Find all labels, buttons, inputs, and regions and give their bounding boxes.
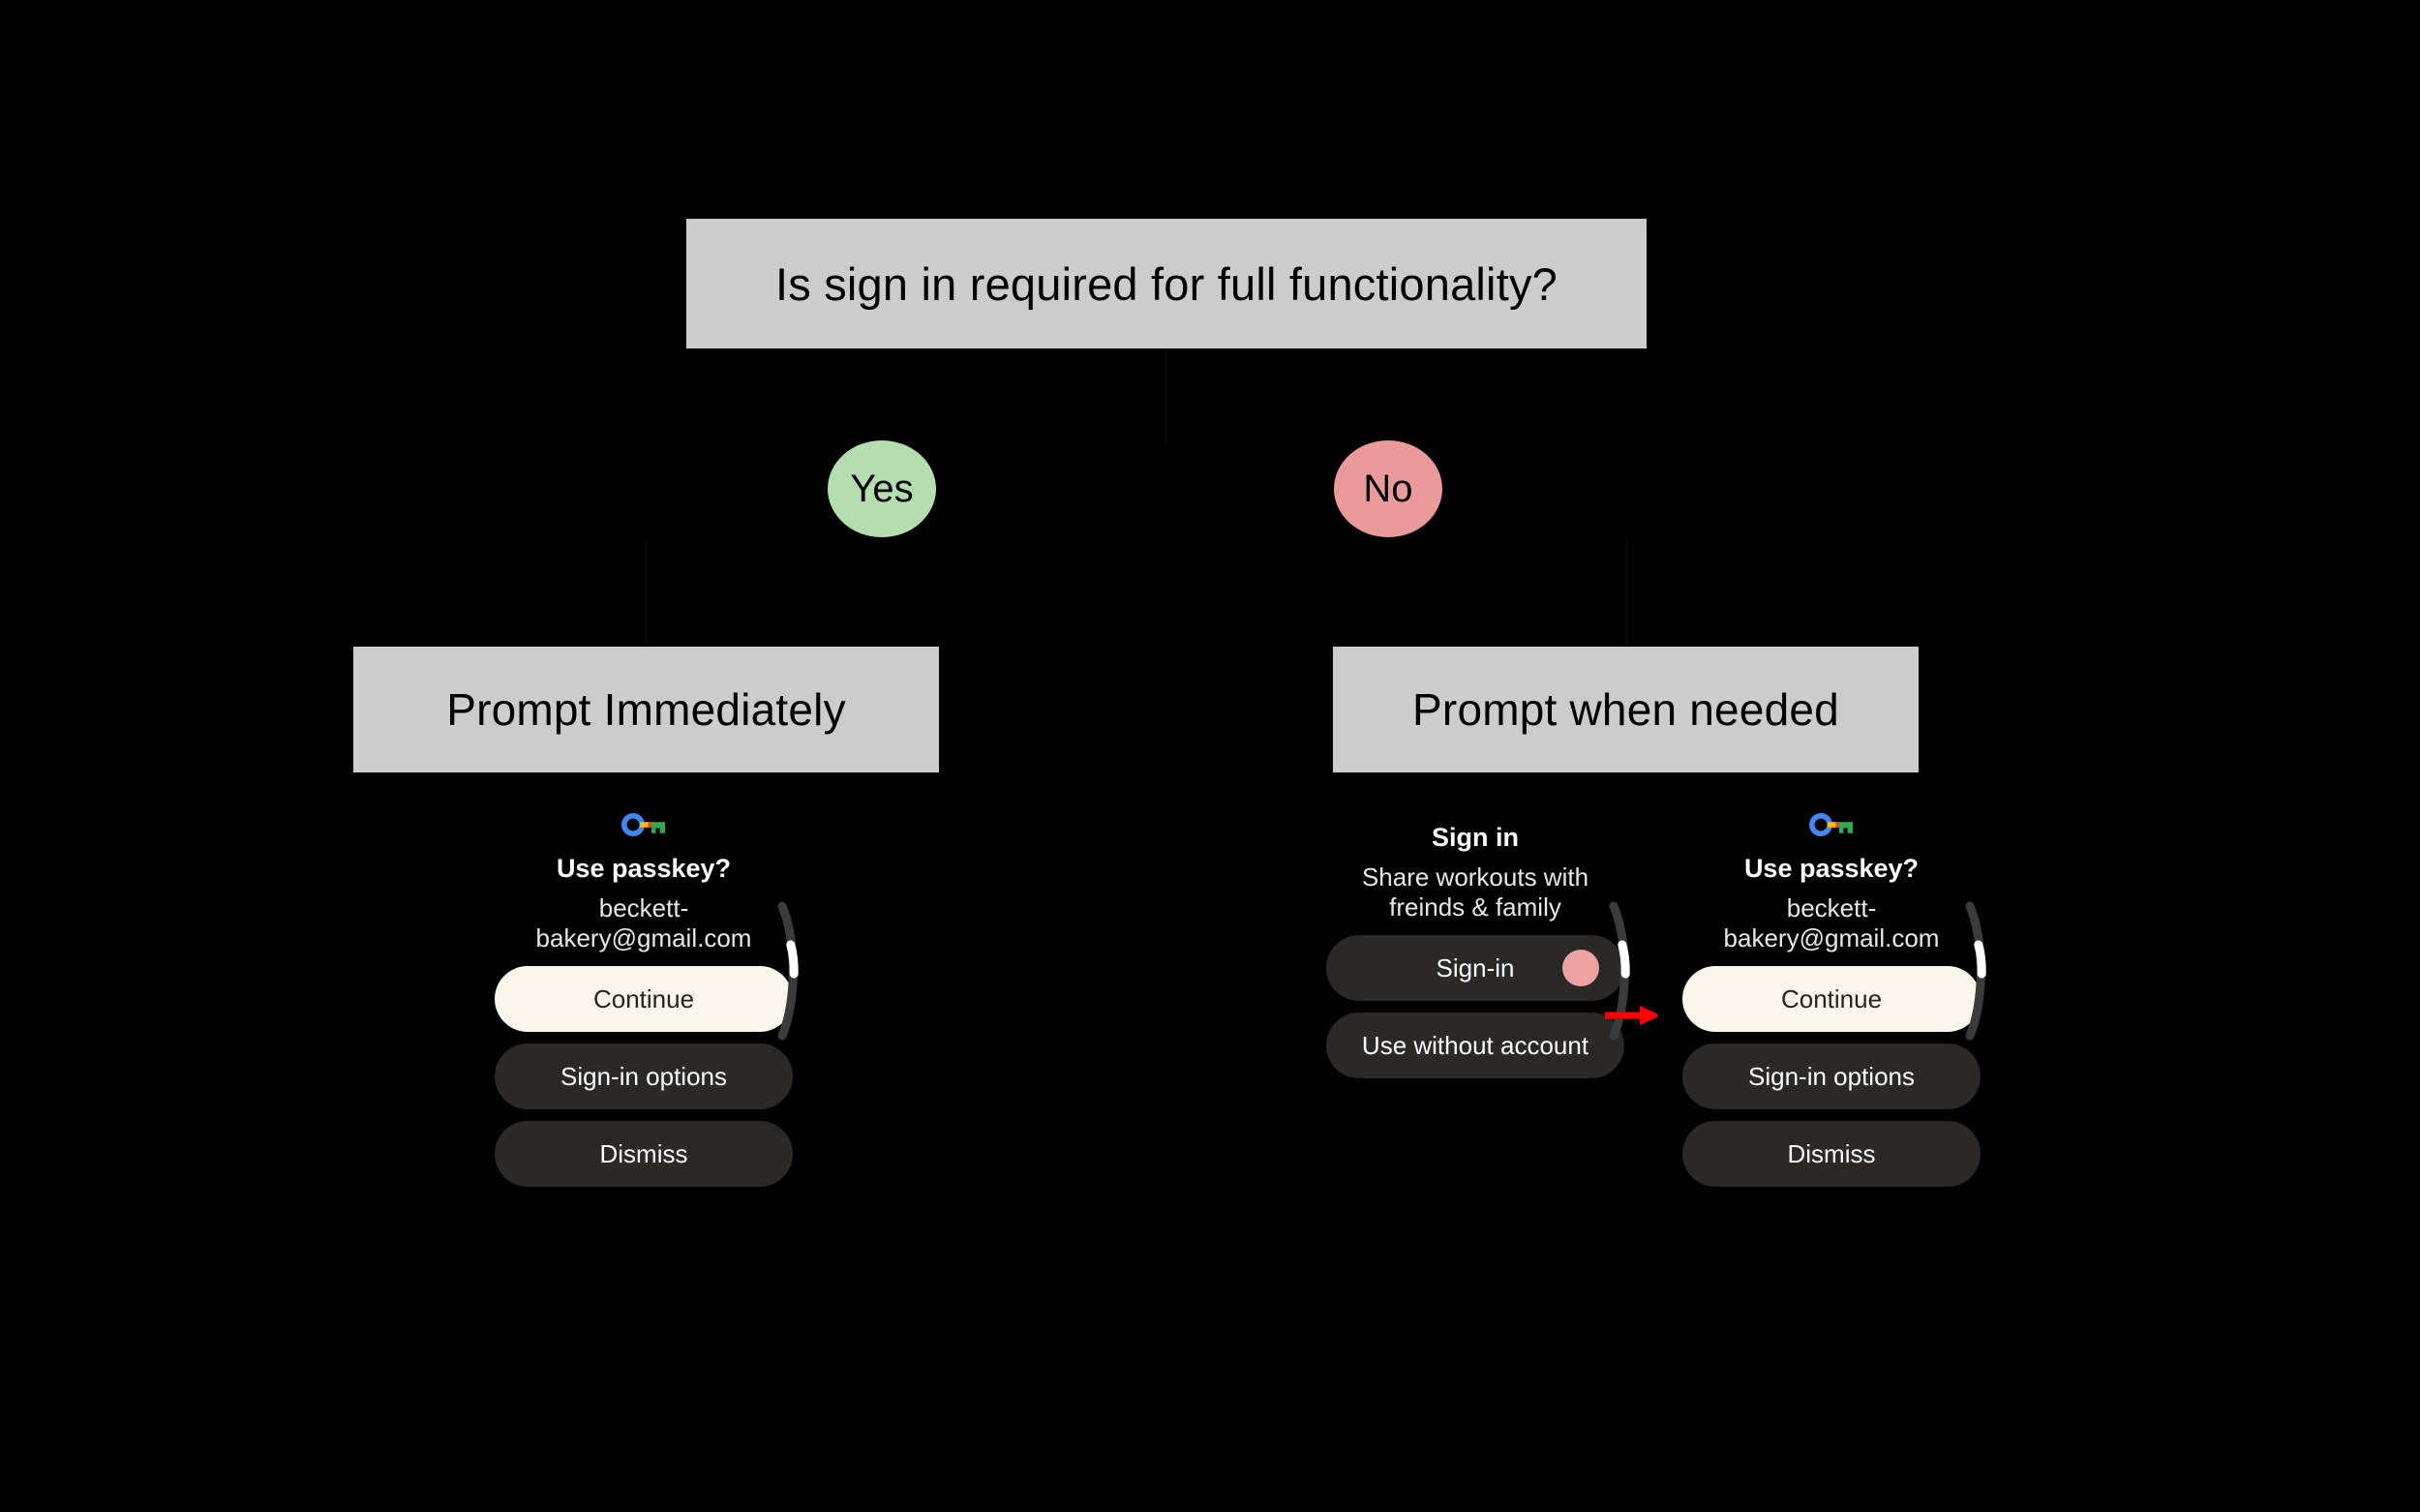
- watch-left-subtitle: beckett-bakery@gmail.com: [535, 893, 752, 953]
- sign-in-options-button[interactable]: Sign-in options: [1682, 1043, 1981, 1110]
- watch-left-title: Use passkey?: [556, 854, 732, 883]
- dismiss-button[interactable]: Dismiss: [495, 1121, 793, 1188]
- outcome-box-prompt-when-needed-label: Prompt when needed: [1412, 684, 1839, 735]
- sign-in-options-button-label: Sign-in options: [1748, 1061, 1915, 1091]
- watch-middle-subtitle: Share workouts with freinds & family: [1361, 862, 1589, 922]
- connector-question-to-yes: [1165, 348, 1167, 443]
- sign-in-options-button[interactable]: Sign-in options: [495, 1043, 793, 1110]
- scroll-indicator-right[interactable]: [1963, 898, 1998, 1043]
- sign-in-options-button-label: Sign-in options: [560, 1061, 727, 1091]
- connector-question-to-no: [1165, 348, 1167, 351]
- question-box: Is sign in required for full functionali…: [686, 219, 1647, 348]
- continue-button[interactable]: Continue: [1682, 966, 1981, 1033]
- watch-right-subtitle: beckett-bakery@gmail.com: [1723, 893, 1940, 953]
- google-passkey-icon: [1809, 813, 1853, 836]
- branch-label-yes-text: Yes: [850, 467, 914, 510]
- google-passkey-icon: [621, 813, 665, 836]
- watch-screen-passkey-left: Use passkey? beckett-bakery@gmail.com Co…: [469, 813, 818, 1199]
- question-box-label: Is sign in required for full functionali…: [774, 257, 1558, 310]
- scroll-thumb-icon: [786, 940, 799, 979]
- dismiss-button-label: Dismiss: [1787, 1138, 1876, 1168]
- continue-button[interactable]: Continue: [495, 966, 793, 1033]
- sign-in-button-label: Sign-in: [1436, 953, 1515, 983]
- dismiss-button[interactable]: Dismiss: [1682, 1121, 1981, 1188]
- outcome-box-prompt-immediately-label: Prompt Immediately: [446, 684, 846, 735]
- connector-no-to-prompt-when-needed: [1625, 538, 1628, 647]
- continue-button-label: Continue: [1780, 983, 1883, 1013]
- watch-middle-title: Sign in: [1432, 823, 1519, 852]
- scroll-thumb-icon: [1618, 940, 1630, 979]
- use-without-account-button[interactable]: Use without account: [1326, 1013, 1624, 1079]
- watch-screen-passkey-right: Use passkey? beckett-bakery@gmail.com Co…: [1657, 813, 2006, 1199]
- outcome-box-prompt-when-needed: Prompt when needed: [1333, 647, 1919, 772]
- continue-button-label: Continue: [592, 983, 695, 1013]
- scroll-thumb-icon: [1974, 940, 1986, 979]
- dismiss-button-label: Dismiss: [599, 1138, 688, 1168]
- scroll-indicator-left[interactable]: [775, 898, 810, 1043]
- annotation-arrow-icon: [1605, 1006, 1661, 1025]
- watch-screen-signin: Sign in Share workouts with freinds & fa…: [1301, 823, 1649, 1091]
- sign-in-button[interactable]: Sign-in: [1326, 935, 1624, 1002]
- watch-right-title: Use passkey?: [1743, 854, 1920, 883]
- use-without-account-button-label: Use without account: [1361, 1030, 1589, 1060]
- branch-label-no-text: No: [1363, 467, 1413, 510]
- branch-label-no: No: [1334, 440, 1442, 537]
- branch-label-yes: Yes: [828, 440, 936, 537]
- scroll-indicator-middle[interactable]: [1607, 898, 1642, 1043]
- avatar: [1562, 950, 1599, 987]
- outcome-box-prompt-immediately: Prompt Immediately: [353, 647, 939, 772]
- connector-yes-to-prompt-immediately: [645, 538, 648, 647]
